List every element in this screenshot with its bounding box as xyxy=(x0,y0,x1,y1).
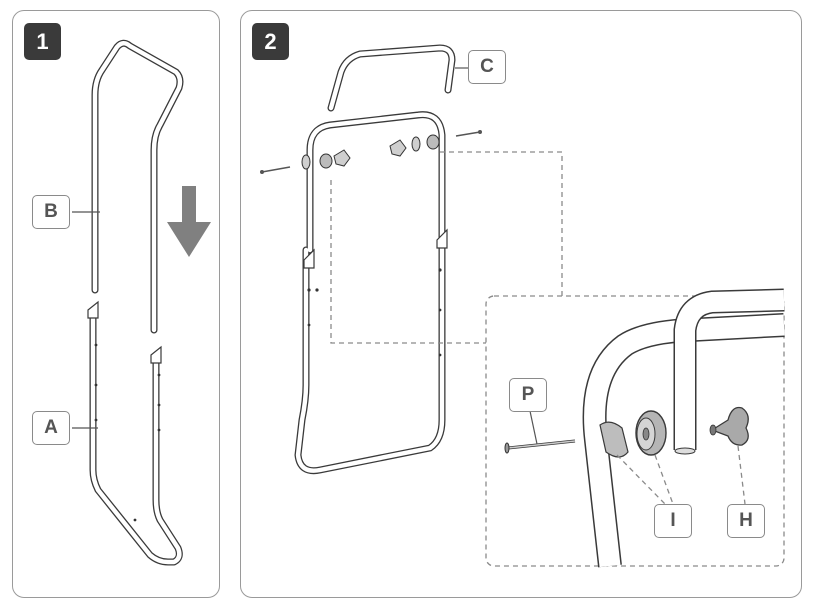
main-frame xyxy=(294,111,448,475)
leader-p xyxy=(529,410,538,445)
leader-i-1 xyxy=(616,454,666,505)
hardware-left xyxy=(260,149,351,174)
cross-handle-c xyxy=(327,44,456,112)
bolt-p xyxy=(504,439,576,454)
leader-h xyxy=(737,445,746,505)
label-p: P xyxy=(509,378,547,412)
detail-leader-top xyxy=(440,151,563,296)
step-1-badge: 1 xyxy=(24,23,61,60)
detail-handle-tube xyxy=(673,288,785,455)
upper-tube-b xyxy=(91,39,184,334)
detail-frame-tube xyxy=(582,313,785,568)
label-c: C xyxy=(468,50,506,84)
down-arrow-icon xyxy=(167,186,211,257)
lower-tube-a xyxy=(87,300,183,566)
knob-h xyxy=(709,406,749,446)
detail-box xyxy=(485,295,785,567)
hardware-right xyxy=(389,130,482,157)
label-i: I xyxy=(654,504,692,538)
label-h: H xyxy=(727,504,765,538)
step-2-badge: 2 xyxy=(252,23,289,60)
detail-leader-left xyxy=(330,180,486,344)
step-1-panel xyxy=(12,10,220,598)
label-a: A xyxy=(32,411,70,445)
spacer-i-2 xyxy=(635,410,667,456)
label-b: B xyxy=(32,195,70,229)
spacer-i-1 xyxy=(599,421,629,458)
